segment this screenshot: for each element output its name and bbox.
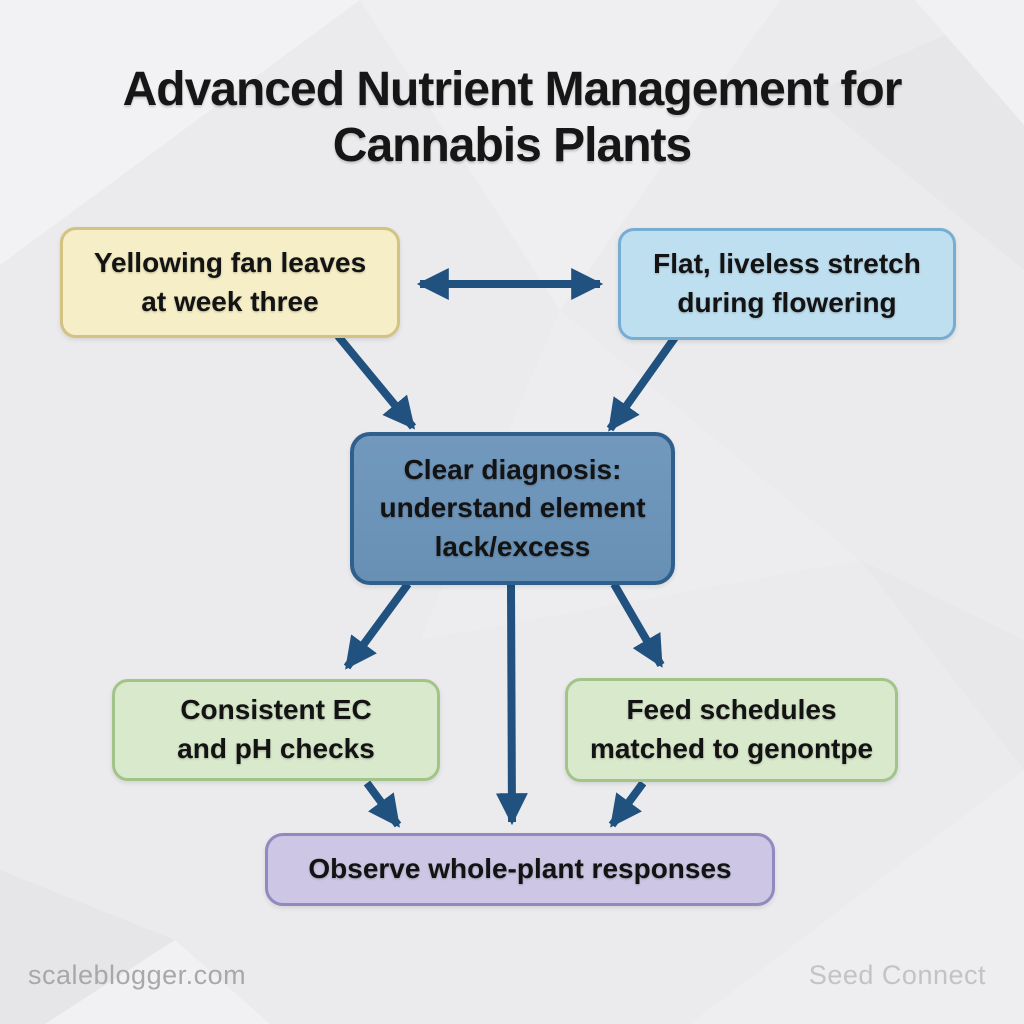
node-label: Feed schedules matched to genontpe bbox=[589, 694, 874, 764]
node-clear-diagnosis: Clear diagnosis: understand element lack… bbox=[350, 432, 675, 585]
edge-flat-diagnosis bbox=[606, 333, 680, 432]
edge-ec-observe bbox=[363, 780, 402, 828]
edge-yellowing-diagnosis bbox=[334, 333, 417, 430]
edge-feed-observe bbox=[608, 780, 647, 828]
node-flat-liveless-stretch: Flat, liveless stretch during flowering bbox=[618, 228, 956, 340]
watermark-site: scaleblogger.com bbox=[28, 960, 247, 990]
node-yellowing-fan-leaves: Yellowing fan leaves at week three bbox=[60, 227, 400, 338]
node-ec-ph-checks: Consistent EC and pH checks bbox=[112, 679, 440, 781]
page-title: Advanced Nutrient Management for Cannabi… bbox=[122, 63, 903, 172]
edge-diagnosis-feed bbox=[610, 581, 665, 668]
edge-diagnosis-ec bbox=[343, 581, 412, 670]
node-label: Yellowing fan leaves at week three bbox=[93, 246, 367, 317]
node-label: Consistent EC and pH checks bbox=[177, 694, 375, 764]
node-label: Flat, liveless stretch during flowering bbox=[653, 248, 921, 318]
node-label: Clear diagnosis: understand element lack… bbox=[379, 453, 646, 562]
edge-diagnosis-observe bbox=[495, 583, 528, 826]
node-feed-schedules: Feed schedules matched to genontpe bbox=[565, 678, 898, 782]
node-label: Observe whole-plant responses bbox=[308, 853, 732, 885]
watermark-brand: Seed Connect bbox=[808, 960, 986, 990]
node-observe-responses: Observe whole-plant responses bbox=[265, 833, 775, 906]
